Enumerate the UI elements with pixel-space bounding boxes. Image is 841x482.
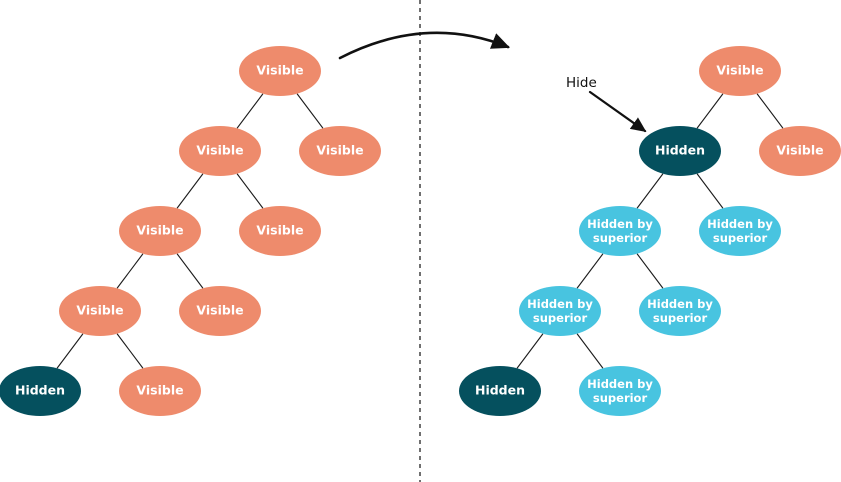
tree-node-visible[interactable]: Visible (59, 286, 141, 336)
node-ellipse (0, 366, 81, 416)
tree-edge (636, 173, 664, 209)
tree-node-hidden[interactable]: Hidden (459, 366, 541, 416)
node-ellipse (459, 366, 541, 416)
tree-node-visible[interactable]: Visible (239, 206, 321, 256)
tree-node-visible[interactable]: Visible (759, 126, 841, 176)
tree-edge (56, 333, 84, 369)
tree-edge (696, 173, 724, 209)
tree-edge (636, 253, 664, 289)
node-ellipse (119, 366, 201, 416)
node-label: Visible (136, 223, 183, 238)
hide-annotation-label: Hide (566, 75, 597, 91)
tree-node-visible[interactable]: Visible (119, 366, 201, 416)
tree-edge (516, 333, 544, 369)
node-ellipse (579, 206, 661, 256)
hide-pointer-arrow-icon (588, 90, 647, 133)
tree-edge (576, 333, 604, 369)
node-label: Visible (136, 383, 183, 398)
transition-arrow-icon (338, 31, 510, 60)
tree-node-visible[interactable]: Visible (179, 286, 261, 336)
node-ellipse (699, 206, 781, 256)
node-label: Visible (196, 143, 243, 158)
node-ellipse (179, 286, 261, 336)
tree-node-visible[interactable]: Visible (179, 126, 261, 176)
node-ellipse (519, 286, 601, 336)
tree-edge (176, 173, 204, 209)
node-label: Visible (256, 63, 303, 78)
node-ellipse (239, 206, 321, 256)
node-label: Visible (776, 143, 823, 158)
tree-node-hidden[interactable]: Hidden (0, 366, 81, 416)
node-ellipse (759, 126, 841, 176)
node-ellipse (179, 126, 261, 176)
node-label: Visible (76, 303, 123, 318)
tree-edge (296, 93, 324, 129)
node-label: Hidden (475, 383, 525, 398)
node-label: Visible (196, 303, 243, 318)
node-label: Hidden (15, 383, 65, 398)
node-ellipse (299, 126, 381, 176)
node-label: Visible (716, 63, 763, 78)
tree-edge (116, 253, 144, 289)
tree-edge (176, 253, 204, 289)
node-ellipse (579, 366, 661, 416)
node-ellipse (639, 286, 721, 336)
tree-edge (756, 93, 784, 129)
tree-edge (236, 93, 264, 129)
node-label: Visible (256, 223, 303, 238)
tree-edge (696, 93, 724, 129)
node-label: Hidden (655, 143, 705, 158)
node-ellipse (119, 206, 201, 256)
tree-edge (576, 253, 604, 289)
node-label: Visible (316, 143, 363, 158)
tree-edge (236, 173, 264, 209)
node-ellipse (239, 46, 321, 96)
tree-edge (116, 333, 144, 369)
tree-node-visible[interactable]: Visible (239, 46, 321, 96)
tree-node-visible[interactable]: Visible (299, 126, 381, 176)
tree-node-hidden[interactable]: Hidden (639, 126, 721, 176)
tree-node-visible[interactable]: Visible (699, 46, 781, 96)
tree-node-visible[interactable]: Visible (119, 206, 201, 256)
node-ellipse (699, 46, 781, 96)
node-ellipse (639, 126, 721, 176)
node-ellipse (59, 286, 141, 336)
